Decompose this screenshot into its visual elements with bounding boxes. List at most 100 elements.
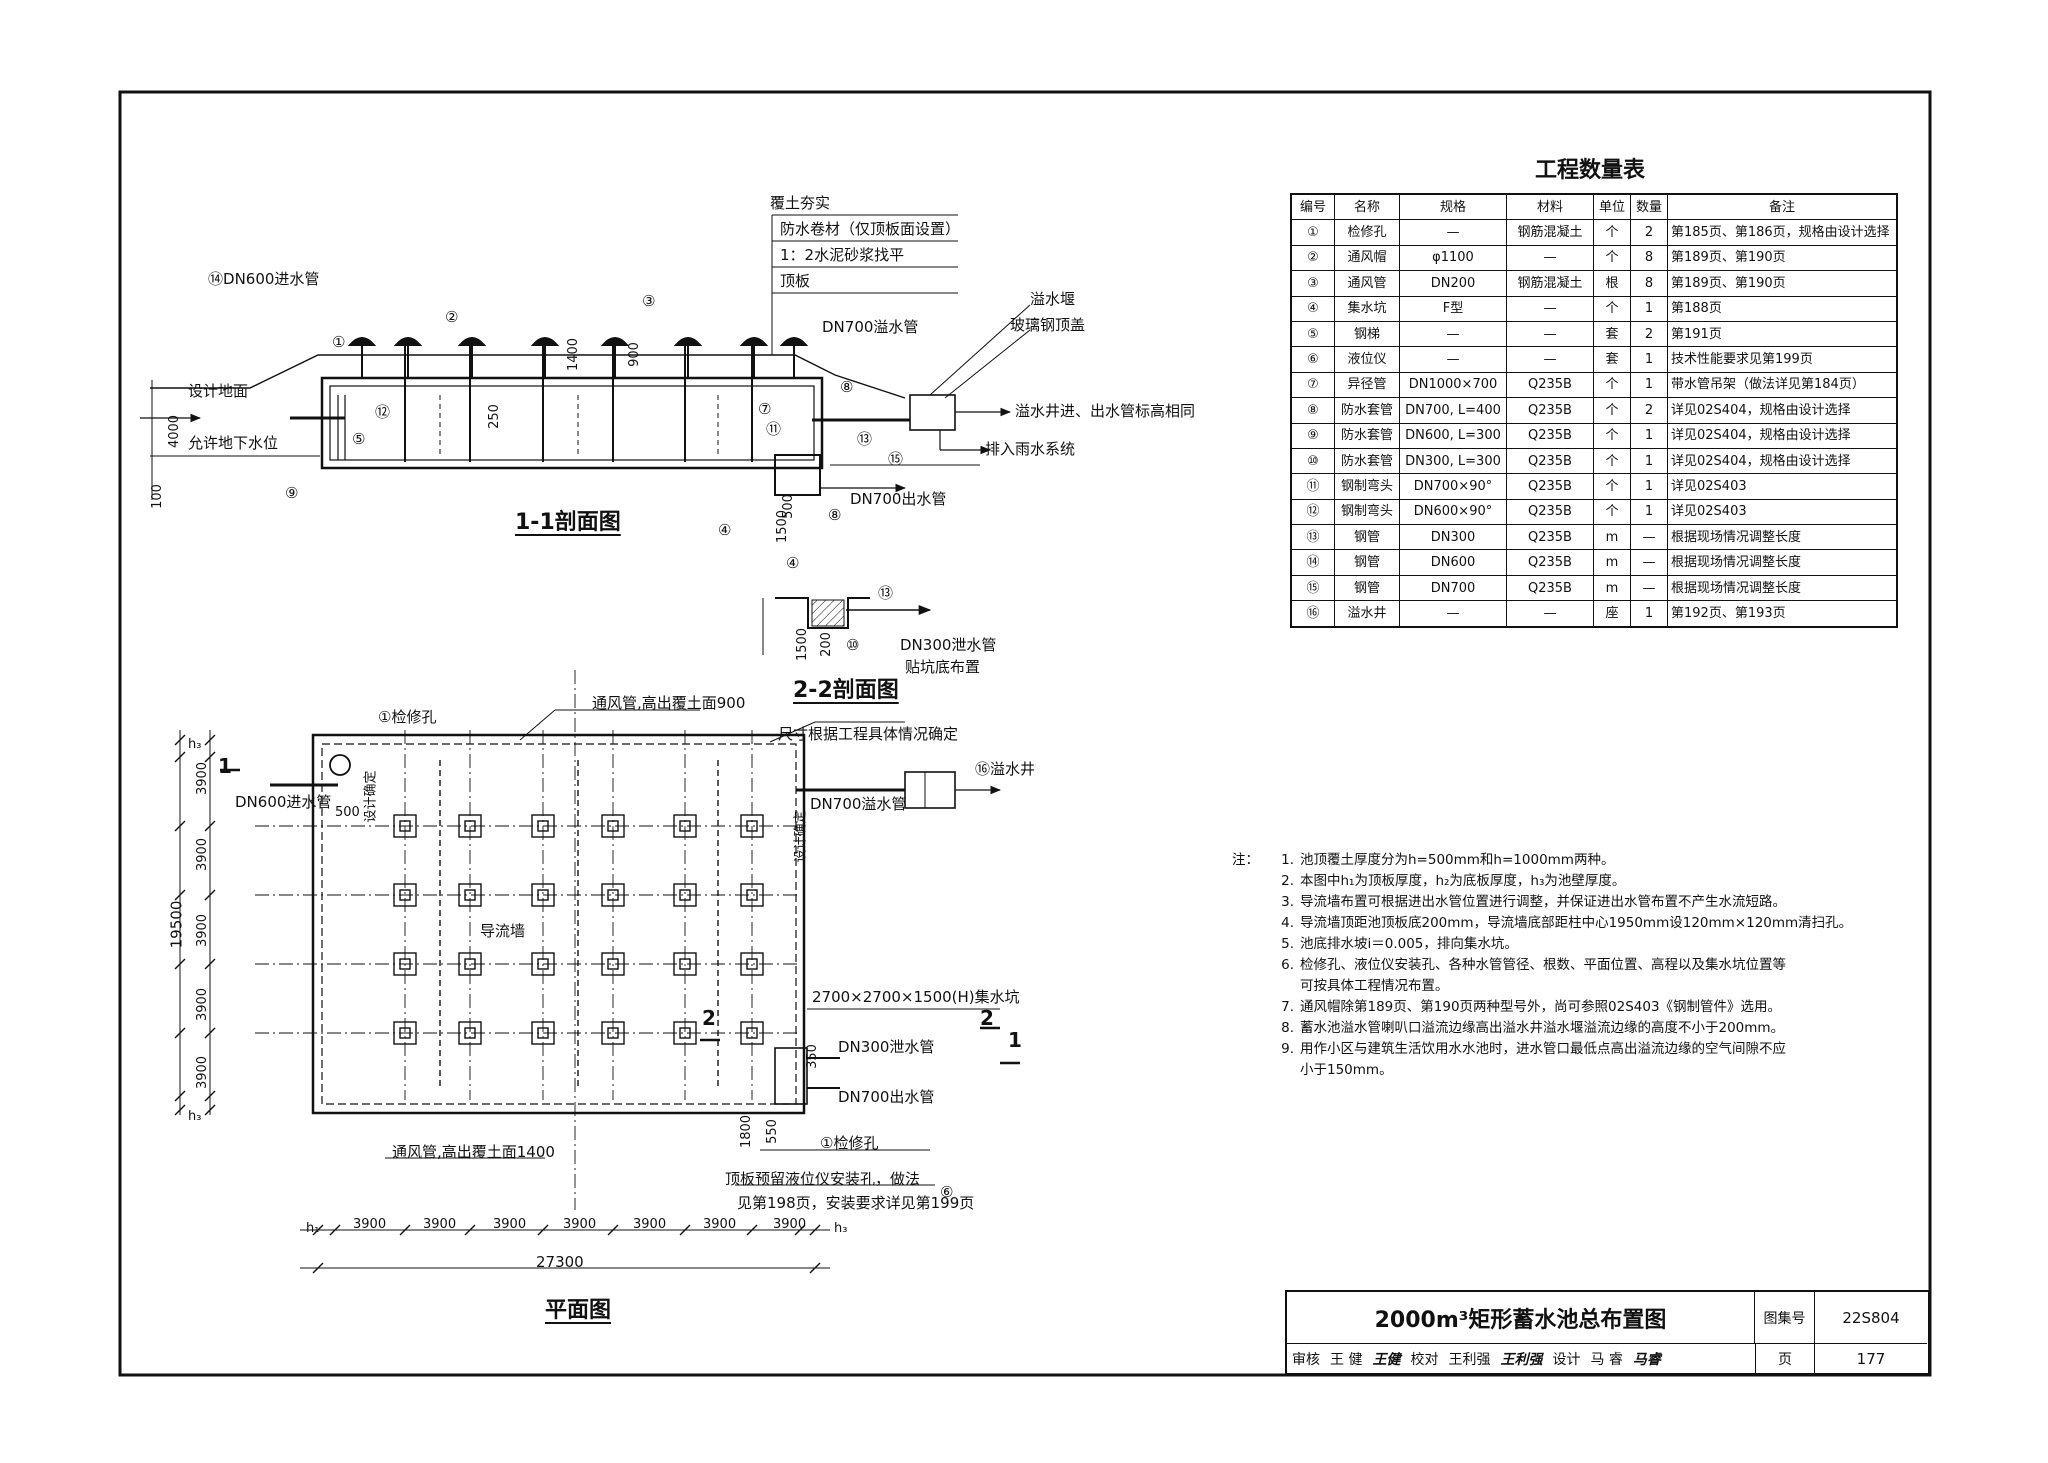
cell-spec: DN1000×700 <box>1399 371 1507 399</box>
note-item: 注：1.池顶覆土厚度分为h=500mm和h=1000mm两种。 <box>1232 850 1852 871</box>
plan-sump-label: 2700×2700×1500(H)集水坑 <box>812 988 1020 1006</box>
plan-vspan-4: 3900 <box>195 987 211 1022</box>
cell-qty: — <box>1630 524 1668 551</box>
plan-vent-label: 通风管,高出覆土面900 <box>592 694 746 712</box>
cell-remark: 根据现场情况调整长度 <box>1667 574 1898 602</box>
cell-material: Q235B <box>1506 371 1594 399</box>
cell-qty: 1 <box>1630 447 1668 475</box>
plan-column <box>673 883 697 907</box>
dim-tick <box>174 1104 186 1116</box>
cell-spec: DN700 <box>1399 574 1507 602</box>
plan-column-core <box>607 889 619 901</box>
cell-remark: 详见02S404，规格由设计选择 <box>1667 422 1898 449</box>
plan-h3-top: h₃ <box>188 737 202 752</box>
callout-8: ⑧ <box>840 378 854 396</box>
dim-tick <box>607 1224 619 1236</box>
plan-column-core <box>537 889 549 901</box>
plan-column-core <box>746 1027 758 1039</box>
cell-spec: DN200 <box>1399 270 1507 297</box>
section-2-2 <box>762 597 932 655</box>
note-continuation-text: 可按具体工程情况布置。 <box>1300 978 1449 994</box>
check-label: 校对 <box>1410 1352 1439 1368</box>
check-signature: 王利强 <box>1500 1352 1543 1368</box>
cell-unit: 个 <box>1593 295 1631 322</box>
cell-unit: 个 <box>1593 397 1631 424</box>
plan-hspan-1: 3900 <box>353 1217 387 1232</box>
cell-name: 检修孔 <box>1334 219 1400 246</box>
cell-material: Q235B <box>1506 447 1594 475</box>
note-text: 导流墙布置可根据进出水管位置进行调整，并保证进出水管布置不产生水流短路。 <box>1300 894 1786 910</box>
plan-vspan-1: 3900 <box>195 761 211 796</box>
groundwater-label: 允许地下水位 <box>188 434 279 452</box>
layer-membrane: 防水卷材（仅顶板面设置） <box>780 220 961 238</box>
dim-900: 900 <box>626 342 642 367</box>
same-level-label: 溢水井进、出水管标高相同 <box>1015 402 1196 420</box>
plan-column <box>531 883 555 907</box>
plan-column <box>393 1021 417 1045</box>
cell-remark: 技术性能要求见第199页 <box>1667 346 1898 373</box>
cell-unit: m <box>1593 524 1631 551</box>
plan-column-core <box>464 1027 476 1039</box>
note-prefix <box>1232 1018 1272 1039</box>
plan-column-core <box>464 958 476 970</box>
plan-column-core <box>746 820 758 832</box>
layer-soil: 覆土夯实 <box>770 194 831 212</box>
plan-h3-bottom: h₃ <box>188 1109 202 1124</box>
cell-name: 集水坑 <box>1334 295 1400 322</box>
plan-column-core <box>399 889 411 901</box>
cell-unit: 个 <box>1593 498 1631 526</box>
plan-column-core <box>399 1027 411 1039</box>
s22-dim-200: 200 <box>818 632 834 657</box>
plan-column-core <box>464 889 476 901</box>
note-number: 2. <box>1281 873 1294 889</box>
plan-column-core <box>537 958 549 970</box>
cell-spec: — <box>1399 600 1507 628</box>
cell-name: 液位仪 <box>1334 346 1400 373</box>
cell-no: ⑥ <box>1290 346 1335 373</box>
dim-tick <box>174 1090 186 1102</box>
dim-tick <box>794 1224 806 1236</box>
plan-design-fix-1: 设计确定 <box>363 770 379 823</box>
header-remark: 备注 <box>1667 193 1898 221</box>
cell-no: ③ <box>1290 270 1335 297</box>
cell-material: Q235B <box>1506 473 1594 500</box>
plan-dim-500: 500 <box>335 805 360 820</box>
note-item: 3.导流墙布置可根据进出水管位置进行调整，并保证进出水管布置不产生水流短路。 <box>1232 892 1852 913</box>
dim-tick <box>204 889 216 901</box>
cell-no: ⑤ <box>1290 320 1335 348</box>
note-item: 7.通风帽除第189页、第190页两种型号外，尚可参照02S403《钢制管件》选… <box>1232 997 1852 1018</box>
note-number: 9. <box>1281 1041 1294 1057</box>
note-text: 检修孔、液位仪安装孔、各种水管管径、根数、平面位置、高程以及集水坑位置等 <box>1300 957 1786 973</box>
plan-guide-wall: 导流墙 <box>480 922 526 940</box>
plan-column <box>601 952 625 976</box>
plan-total-h: 19500 <box>167 900 186 949</box>
sheet-border <box>118 90 1932 1377</box>
cell-spec: — <box>1399 346 1507 373</box>
cell-unit: 个 <box>1593 447 1631 475</box>
plan-vspan-2: 3900 <box>195 837 211 872</box>
plan-dim-550: 550 <box>764 1119 780 1144</box>
plan-column <box>393 952 417 976</box>
callout-14: ⑭ <box>208 270 224 288</box>
plan-drain-label: DN300泄水管 <box>838 1038 935 1056</box>
cell-qty: 1 <box>1630 498 1668 526</box>
callout-11: ⑪ <box>766 420 782 438</box>
note-prefix <box>1232 871 1272 892</box>
cell-name: 钢制弯头 <box>1334 473 1400 500</box>
callout-6: ⑥ <box>940 1183 954 1201</box>
note-text: 导流墙顶距池顶板底200mm，导流墙底部距柱中心1950mm设120mm×120… <box>1300 915 1853 931</box>
cell-qty: 1 <box>1630 473 1668 500</box>
cell-material: Q235B <box>1506 498 1594 526</box>
cell-no: ⑨ <box>1290 422 1335 449</box>
note-prefix <box>1232 892 1272 913</box>
dim-tick <box>329 1224 341 1236</box>
cell-no: ⑩ <box>1290 447 1335 475</box>
